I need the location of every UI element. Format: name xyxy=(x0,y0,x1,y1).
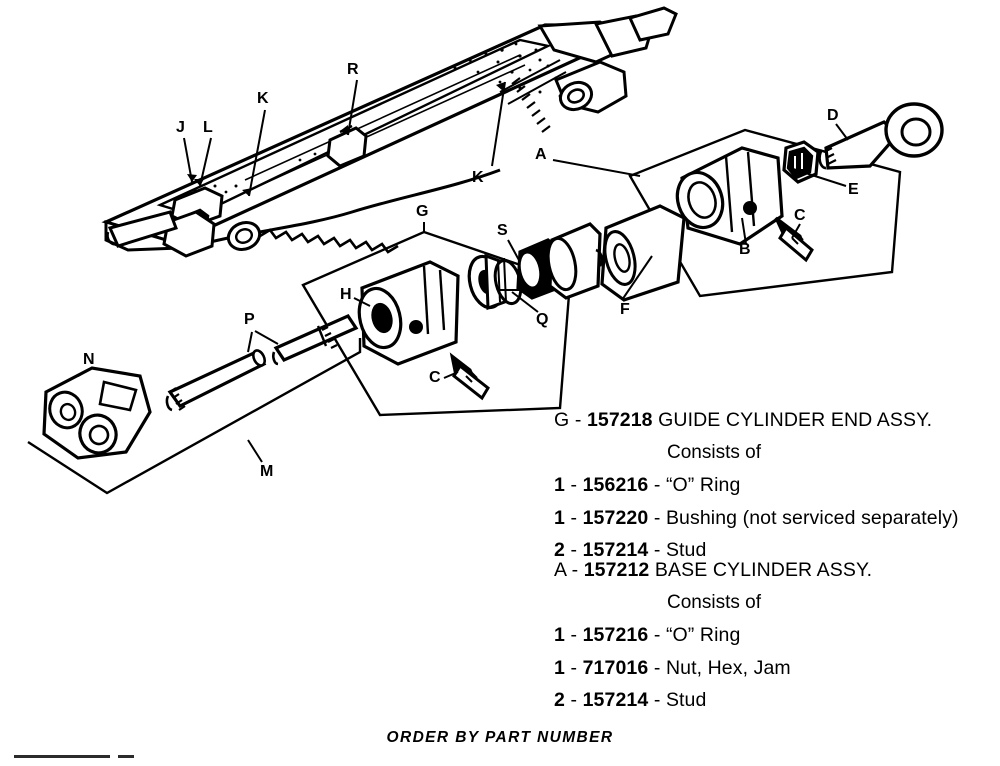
callout-leaders-m xyxy=(77,330,279,463)
legend-item: 2 - 157214 - Stud xyxy=(554,684,872,717)
part-base-cylinder xyxy=(675,146,784,246)
legend-item-dash: - xyxy=(570,539,578,561)
legend-item-qty: 1 xyxy=(554,656,565,679)
legend-item-part-number: 717016 xyxy=(582,656,649,679)
legend-item: 1 - 717016 - Nut, Hex, Jam xyxy=(554,652,872,685)
legend-item-description: Bushing (not serviced separately) xyxy=(665,506,959,529)
part-hex-nut xyxy=(782,140,820,184)
legend-dash: - xyxy=(571,559,579,581)
part-stud-center xyxy=(449,352,490,401)
callout-label: B xyxy=(739,241,751,258)
legend-item-dash: - xyxy=(570,624,578,646)
callout-label: G xyxy=(416,203,429,220)
callout-label: K xyxy=(257,90,269,107)
footer-order-note: ORDER BY PART NUMBER xyxy=(386,729,614,746)
legend-item-part-number: 157220 xyxy=(582,506,649,529)
legend-part-number: 157212 xyxy=(583,559,650,581)
legend-item: 1 - 157216 - “O” Ring xyxy=(554,619,872,652)
group-boundary-g xyxy=(301,230,572,417)
callout-label: C xyxy=(794,207,806,224)
part-stud-right xyxy=(774,216,814,263)
legend-item-description: “O” Ring xyxy=(665,624,741,646)
legend-item-qty: 2 xyxy=(554,539,565,561)
callout-label: H xyxy=(340,286,352,303)
legend-item-dash2: - xyxy=(653,689,661,711)
legend-item-description: Stud xyxy=(665,539,707,561)
part-rod-left xyxy=(165,349,267,412)
page-rule-dash xyxy=(118,755,134,758)
callout-label: A xyxy=(535,146,547,163)
callout-label: F xyxy=(620,301,630,318)
legend-guide-cylinder-end-assembly: G - 157218 GUIDE CYLINDER END ASSY. Cons… xyxy=(554,404,959,567)
legend-key: G xyxy=(554,409,570,431)
legend-item-dash: - xyxy=(570,506,578,529)
callout-label: P xyxy=(244,311,255,328)
callout-label: J xyxy=(176,119,185,136)
legend-item-dash2: - xyxy=(653,539,661,561)
part-oring-bushing xyxy=(467,253,523,311)
legend-item-qty: 1 xyxy=(554,474,565,496)
legend-item-description: Nut, Hex, Jam xyxy=(665,656,791,679)
part-guide-cylinder-end xyxy=(357,260,460,366)
part-clevis-yoke xyxy=(42,366,152,460)
callout-label: L xyxy=(203,119,213,136)
callout-label: S xyxy=(497,222,508,239)
part-cylinder-barrel xyxy=(600,204,686,302)
legend-heading-base: A - 157212 BASE CYLINDER ASSY. xyxy=(554,554,872,587)
part-sleeve xyxy=(546,222,604,300)
legend-item: 1 - 157220 - Bushing (not serviced separ… xyxy=(554,502,959,535)
callout-leaders-a xyxy=(741,123,849,245)
legend-item-dash: - xyxy=(570,474,578,496)
legend-item-qty: 1 xyxy=(554,624,565,646)
page-rule xyxy=(14,755,110,758)
callout-label: Q xyxy=(536,311,549,328)
legend-item-part-number: 156216 xyxy=(582,474,649,496)
group-boundary-a xyxy=(628,128,902,298)
callout-label: K xyxy=(472,169,484,186)
legend-item-dash2: - xyxy=(653,474,661,496)
assembled-cylinder-view xyxy=(101,6,678,258)
legend-consists-of-guide: Consists of xyxy=(667,441,761,463)
callout-label: R xyxy=(347,61,359,78)
callout-label: M xyxy=(260,463,274,480)
legend-item: 1 - 156216 - “O” Ring xyxy=(554,469,959,502)
callout-leaders-g xyxy=(353,222,653,379)
legend-item-part-number: 157214 xyxy=(582,539,649,561)
legend-item-part-number: 157214 xyxy=(582,689,649,711)
callout-label: N xyxy=(83,351,95,368)
legend-base-cylinder-assembly: A - 157212 BASE CYLINDER ASSY. Consists … xyxy=(554,554,872,717)
legend-item-dash: - xyxy=(570,656,578,679)
legend-item-qty: 2 xyxy=(554,689,565,711)
part-rod-right xyxy=(272,313,359,366)
legend-key: A xyxy=(554,559,567,581)
callout-label: E xyxy=(848,181,859,198)
group-boundary-m xyxy=(27,338,362,495)
legend-assembly-name: GUIDE CYLINDER END ASSY. xyxy=(658,409,933,431)
legend-item-description: Stud xyxy=(665,689,707,711)
legend-heading-guide: G - 157218 GUIDE CYLINDER END ASSY. xyxy=(554,404,959,437)
legend-item-qty: 1 xyxy=(554,506,565,529)
legend-item-description: “O” Ring xyxy=(665,474,741,496)
legend-item-dash: - xyxy=(570,689,578,711)
legend-dash: - xyxy=(574,409,582,431)
legend-item: 2 - 157214 - Stud xyxy=(554,534,959,567)
legend-item-part-number: 157216 xyxy=(582,624,649,646)
callout-arrowheads xyxy=(187,82,505,196)
legend-item-dash2: - xyxy=(653,506,661,529)
part-rod-end-eye xyxy=(818,102,944,170)
legend-assembly-name: BASE CYLINDER ASSY. xyxy=(654,559,873,581)
legend-part-number: 157218 xyxy=(586,409,653,431)
callout-label: C xyxy=(429,369,441,386)
callout-label: D xyxy=(827,107,839,124)
legend-consists-of-base: Consists of xyxy=(667,591,761,613)
legend-item-dash2: - xyxy=(653,624,661,646)
legend-item-dash2: - xyxy=(653,656,661,679)
